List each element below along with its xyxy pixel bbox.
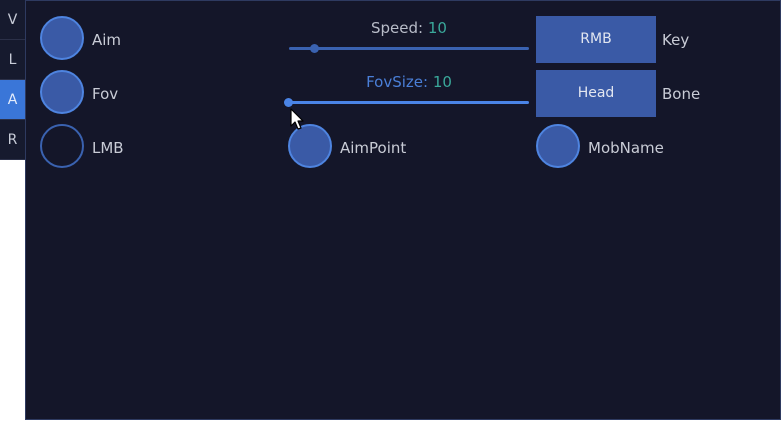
mobname-label: MobName [588,139,664,157]
lmb-toggle[interactable] [40,124,84,168]
tab-r[interactable]: R [0,120,25,160]
settings-panel: Aim Fov LMB Speed: 10 FovSize: 10 AimPoi… [25,0,781,420]
fovsize-slider-track[interactable] [289,101,529,104]
bone-select-button[interactable]: Head [536,70,656,117]
speed-slider-label: Speed: 10 [289,19,529,37]
tab-v[interactable]: V [0,0,25,40]
key-bind-button[interactable]: RMB [536,16,656,63]
fovsize-slider-handle[interactable] [284,98,293,107]
fovsize-label: FovSize: [366,73,429,91]
speed-value: 10 [427,19,447,37]
aimpoint-toggle[interactable] [288,124,332,168]
speed-slider-track[interactable] [289,47,529,50]
fov-toggle[interactable] [40,70,84,114]
mouse-cursor-icon [290,108,304,130]
aim-toggle[interactable] [40,16,84,60]
aim-label: Aim [92,31,122,49]
fovsize-slider-label: FovSize: 10 [289,73,529,91]
tab-a[interactable]: A [0,80,25,120]
lmb-label: LMB [92,139,124,157]
mobname-toggle[interactable] [536,124,580,168]
key-label: Key [662,31,690,49]
speed-slider-handle[interactable] [310,44,319,53]
speed-label: Speed: [371,19,424,37]
bone-label: Bone [662,85,701,103]
fovsize-value: 10 [432,73,452,91]
tab-l[interactable]: L [0,40,25,80]
aimpoint-label: AimPoint [340,139,407,157]
fov-label: Fov [92,85,119,103]
